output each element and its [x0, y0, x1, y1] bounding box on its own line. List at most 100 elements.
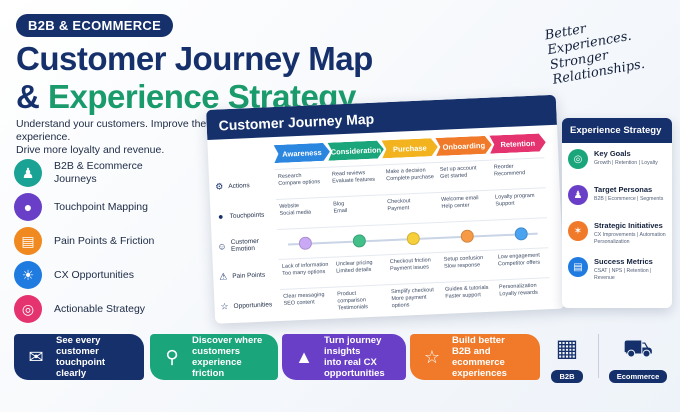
- bar-chart-icon: ▤: [14, 227, 42, 255]
- strategy-item-desc: B2B | Ecommerce | Segments: [594, 196, 664, 202]
- emotion-face: [332, 233, 387, 248]
- chart-icon: ▤: [568, 257, 588, 277]
- face-icon: [298, 236, 312, 251]
- search-icon: ⚲: [165, 346, 179, 367]
- b2b-tile: ▦ B2B: [542, 332, 592, 384]
- feature-label: Actionable Strategy: [54, 302, 146, 315]
- subtitle: Understand your customers. Improve their…: [16, 118, 256, 157]
- stage-consideration: Consideration: [328, 140, 385, 160]
- row-labels: ⚙Actions ●Touchpoints ☺Customer Emotion …: [213, 169, 279, 321]
- strategy-item-desc: Growth | Retention | Loyalty: [594, 160, 658, 166]
- face-icon: [352, 234, 366, 248]
- strategy-title: Experience Strategy: [562, 118, 672, 143]
- category-badge: B2B & ECOMMERCE: [16, 14, 174, 37]
- handwritten-tagline: Better Experiences. Stronger Relationshi…: [544, 8, 671, 87]
- ecommerce-tile: ⛟ Ecommerce: [608, 332, 668, 384]
- strategy-item-title: Target Personas: [594, 185, 653, 194]
- emotion-face: [386, 231, 441, 246]
- feature-item: ♟ B2B & Ecommerce Journeys: [14, 156, 204, 190]
- emotion-face: [439, 229, 494, 244]
- target-icon: ◎: [14, 295, 42, 323]
- stage-awareness: Awareness: [274, 143, 331, 163]
- smiley-icon: ☺: [217, 241, 227, 252]
- face-icon: [513, 227, 528, 241]
- row-label-pain-points: ⚠Pain Points: [218, 270, 266, 282]
- title-line-1: Customer Journey Map: [16, 40, 373, 77]
- growth-chart-icon: ▲: [295, 346, 313, 367]
- feature-label: Touchpoint Mapping: [54, 200, 148, 213]
- strategy-item: ✶ Strategic Initiatives CX Improvements |…: [562, 215, 672, 251]
- location-pin-icon: ●: [217, 211, 224, 222]
- strategy-item-desc: CX Improvements | Automation Personaliza…: [594, 232, 666, 245]
- feature-label: CX Opportunities: [54, 268, 134, 281]
- warning-icon: ⚠: [218, 270, 228, 282]
- cart-icon: ⛟: [622, 335, 654, 362]
- emotion-face: [493, 226, 548, 241]
- location-pin-icon: ●: [14, 193, 42, 221]
- feature-item: ☀ CX Opportunities: [14, 258, 204, 292]
- network-icon: ✶: [568, 221, 588, 241]
- lightbulb-icon: ☀: [14, 261, 42, 289]
- megaphone-icon: ✉: [28, 346, 44, 367]
- target-icon: ◎: [568, 149, 588, 169]
- journey-map-card: Customer Journey Map Awareness Considera…: [206, 94, 566, 324]
- feature-item: ▤ Pain Points & Friction: [14, 224, 204, 258]
- row-label-emotion: ☺Customer Emotion: [217, 237, 260, 254]
- star-icon: ☆: [220, 300, 229, 312]
- subtitle-line: Understand your customers. Improve their…: [16, 118, 213, 143]
- face-icon: [406, 231, 420, 246]
- stage-purchase: Purchase: [381, 138, 438, 158]
- divider: [598, 334, 599, 378]
- stage-onboarding: Onboarding: [435, 136, 492, 156]
- strategy-item-title: Key Goals: [594, 149, 631, 158]
- b2b-label: B2B: [551, 370, 583, 383]
- strategy-item-title: Success Metrics: [594, 257, 653, 266]
- subtitle-line: Drive more loyalty and revenue.: [16, 144, 165, 156]
- stage-retention: Retention: [489, 133, 546, 153]
- title-ampersand: &: [16, 78, 48, 115]
- strategy-item-title: Strategic Initiatives: [594, 221, 663, 230]
- feature-label: B2B & Ecommerce Journeys: [54, 160, 143, 185]
- row-label-opportunities: ☆Opportunities: [220, 300, 273, 312]
- face-icon: [459, 229, 474, 244]
- strategy-item-desc: CSAT | NPS | Retention | Revenue: [594, 268, 652, 281]
- building-icon: ▦: [555, 335, 579, 362]
- feature-item: ● Touchpoint Mapping: [14, 190, 204, 224]
- feature-label: Pain Points & Friction: [54, 234, 155, 247]
- people-icon: ♟: [14, 159, 42, 187]
- row-label-touchpoints: ●Touchpoints: [214, 199, 275, 232]
- feature-list: ♟ B2B & Ecommerce Journeys ● Touchpoint …: [14, 156, 204, 326]
- feature-item: ◎ Actionable Strategy: [14, 292, 204, 326]
- gear-icon: ⚙: [215, 180, 224, 192]
- ecommerce-label: Ecommerce: [608, 370, 668, 383]
